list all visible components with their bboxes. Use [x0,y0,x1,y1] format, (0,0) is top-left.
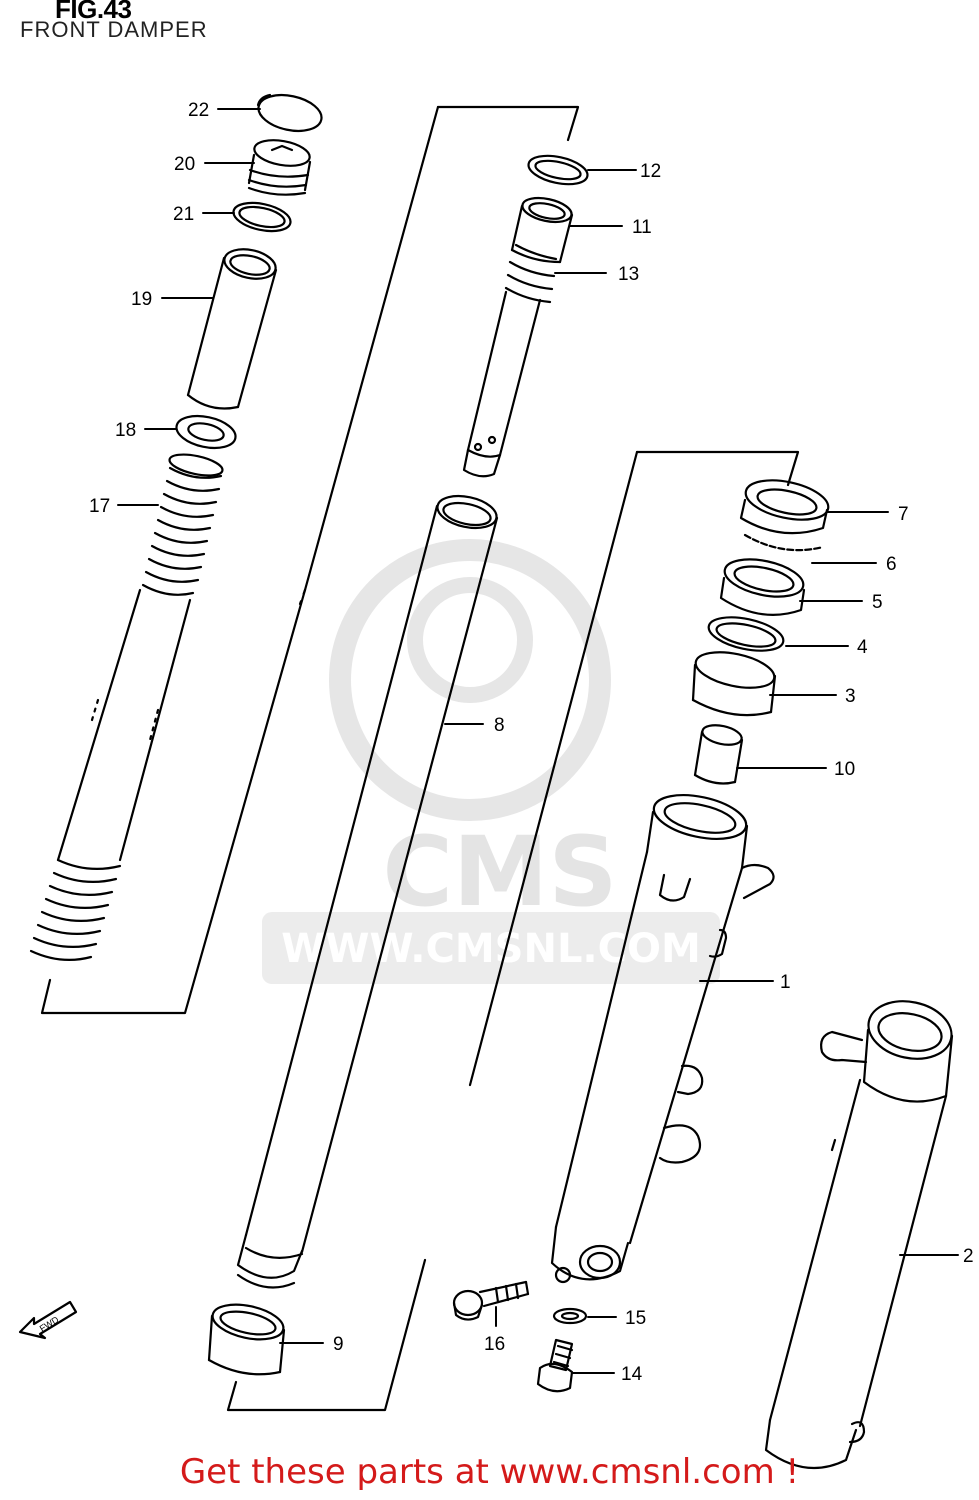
label-part-22: 22 [188,100,209,121]
label-part-7: 7 [898,504,909,525]
part-11-damper-rod [462,196,574,478]
part-2-outer-tube [764,1000,954,1470]
part-labels: 22 20 21 19 18 17 12 11 13 8 7 6 5 4 3 1… [89,100,974,1385]
label-part-16: 16 [484,1334,505,1355]
part-21-oring [232,201,292,233]
label-part-6: 6 [886,554,897,575]
part-14-bolt [536,1338,574,1393]
part-19-spacer [186,248,278,410]
watermark-brand: CMS [382,816,617,928]
label-part-20: 20 [174,154,195,175]
part-5-oil-seal [719,558,806,616]
label-part-2: 2 [963,1246,974,1267]
part-16-bolt [452,1280,530,1321]
fwd-arrow-icon [18,1300,78,1340]
part-8-inner-tube [236,494,499,1289]
damper-group-outline [40,105,580,1015]
figure-subtitle: FRONT DAMPER [20,17,208,42]
label-part-9: 9 [333,1334,344,1355]
label-part-5: 5 [872,592,883,613]
label-part-19: 19 [131,289,152,310]
label-part-3: 3 [845,686,856,707]
part-18-washer [175,414,237,450]
part-15-washer [552,1307,588,1325]
label-part-18: 18 [115,420,136,441]
part-9-bushing [207,1303,286,1376]
part-12-oring [527,154,589,186]
part-22-cap [256,93,323,133]
part-6-clip [743,533,825,552]
fwd-label: FWD [38,1314,61,1334]
figure-title: FIG.43 [55,0,132,24]
middle-group-outline [226,450,800,1412]
label-part-8: 8 [494,715,505,736]
part-20-bolt [247,139,312,196]
label-part-12: 12 [640,161,661,182]
part-1-outer-tube [550,794,775,1284]
part-4-washer [707,616,785,652]
footer-link-text[interactable]: Get these parts at www.cmsnl.com ! [179,1452,800,1492]
part-3-bushing [691,651,777,717]
label-part-14: 14 [621,1364,643,1385]
label-part-13: 13 [618,264,639,285]
part-10-oil-lock [693,724,744,785]
part-7-dust-seal [739,479,830,535]
label-part-10: 10 [834,759,855,780]
label-part-15: 15 [625,1308,646,1329]
label-part-17: 17 [89,496,110,517]
label-part-4: 4 [857,637,868,658]
leader-lines [117,108,959,1374]
label-part-11: 11 [632,217,652,238]
watermark-url: WWW.CMSNL.COM [281,926,701,972]
watermark: CMS WWW.CMSNL.COM [262,539,720,984]
label-part-1: 1 [780,972,791,993]
label-part-21: 21 [173,204,194,225]
part-17-spring [29,453,224,962]
